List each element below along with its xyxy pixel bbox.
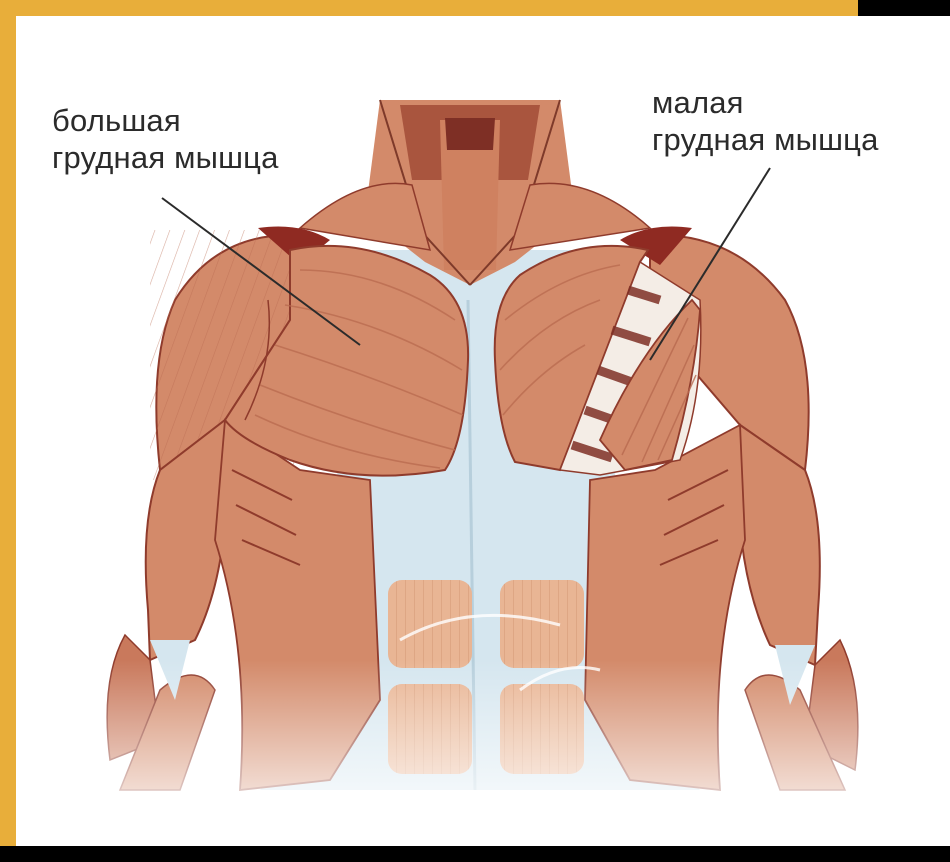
label-pectoralis-major-line2: грудная мышца — [52, 139, 279, 176]
label-pectoralis-minor: малая грудная мышца — [652, 84, 879, 158]
label-pectoralis-minor-line1: малая — [652, 84, 879, 121]
label-pectoralis-major: большая грудная мышца — [52, 102, 279, 176]
right-biceps — [738, 425, 820, 665]
illustration-panel: большая грудная мышца малая грудная мышц… — [16, 16, 950, 846]
label-pectoralis-minor-line2: грудная мышца — [652, 121, 879, 158]
frame-top-bar — [0, 0, 858, 16]
label-pectoralis-major-line1: большая — [52, 102, 279, 139]
frame-left-bar — [0, 0, 16, 846]
